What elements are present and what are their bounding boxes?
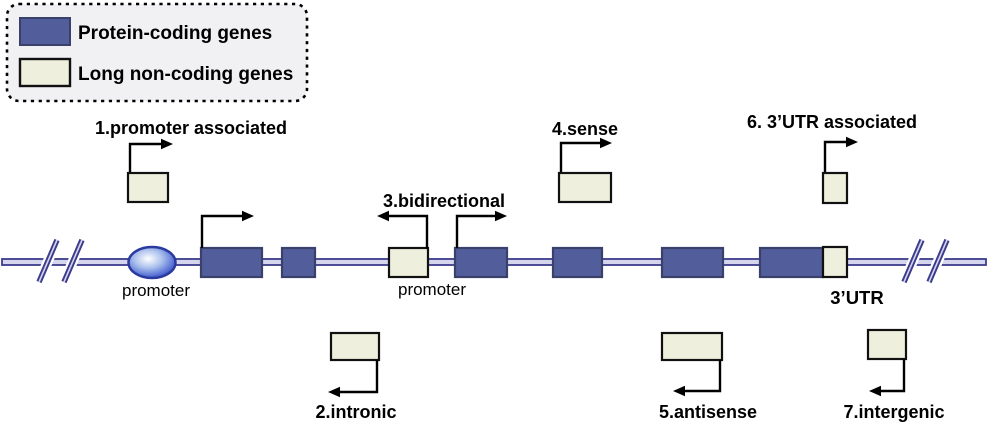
exon-2 xyxy=(280,246,317,279)
promoter-main-label: promoter xyxy=(122,281,190,300)
category-7-label: 7.intergenic xyxy=(843,402,944,422)
category-intronic: 2.intronic xyxy=(315,331,397,422)
arrow-right-1 xyxy=(128,142,161,173)
category-utr3-associated: 6. 3’UTR associated xyxy=(747,112,917,205)
legend-label-long-non-coding: Long non-coding genes xyxy=(78,64,293,85)
legend-box xyxy=(5,2,309,103)
exon-6 xyxy=(758,246,825,279)
arrow-left-5-head xyxy=(673,385,685,397)
lnc-box-intergenic xyxy=(866,328,908,361)
protein-coding-exons xyxy=(199,246,825,279)
arrow-bidir-left xyxy=(389,214,429,249)
arrow-right-4 xyxy=(559,141,600,173)
arrow-right-1-head xyxy=(161,138,173,150)
category-6-label: 6. 3’UTR associated xyxy=(747,112,917,132)
tss-arrow-gene1 xyxy=(200,210,254,248)
arrow-left-7 xyxy=(881,359,906,393)
arrow-left-5 xyxy=(685,360,722,393)
legend-swatch-protein-coding xyxy=(19,17,71,46)
utr3-label: 3’UTR xyxy=(830,287,883,308)
lnc-box-utr3-associated xyxy=(821,171,849,205)
line-break-right xyxy=(899,238,952,284)
lnc-box-sense xyxy=(557,171,613,204)
arrow-right-6 xyxy=(823,140,846,173)
lnc-box-promoter-associated xyxy=(126,171,170,204)
legend-swatch-long-non-coding xyxy=(18,57,72,88)
promoter-oval xyxy=(127,245,177,280)
category-sense: 4.sense xyxy=(552,119,618,204)
legend: Protein-coding genes Long non-coding gen… xyxy=(5,2,309,103)
utr3-box xyxy=(821,245,849,279)
arrow-bidir-right xyxy=(455,214,495,248)
exon-4 xyxy=(551,246,604,279)
lnc-box-bidirectional xyxy=(387,246,430,279)
category-4-label: 4.sense xyxy=(552,119,618,139)
category-1-label: 1.promoter associated xyxy=(95,118,287,138)
arrow-bidir-left-head xyxy=(377,210,389,222)
exon-3 xyxy=(453,246,509,279)
category-antisense: 5.antisense xyxy=(659,331,757,422)
lnc-box-intronic xyxy=(329,331,381,362)
exon-1 xyxy=(199,246,264,279)
category-5-label: 5.antisense xyxy=(659,402,757,422)
line-break-left xyxy=(34,238,87,284)
category-3-label: 3.bidirectional xyxy=(383,191,505,211)
arrow-bidir-right-head xyxy=(495,210,507,222)
category-promoter-associated: 1.promoter associated xyxy=(95,118,287,204)
category-bidirectional: 3.bidirectional promoter xyxy=(377,191,507,299)
lnc-box-antisense xyxy=(660,331,724,362)
arrow-right-6-head xyxy=(846,136,858,148)
category-2-label: 2.intronic xyxy=(315,402,396,422)
exon-5 xyxy=(660,246,725,279)
category-intergenic: 7.intergenic xyxy=(843,328,945,422)
legend-label-protein-coding: Protein-coding genes xyxy=(78,23,272,44)
arrow-right-4-head xyxy=(600,137,612,149)
arrow-left-2-head xyxy=(328,386,340,398)
dna-line: promoter 3’UTR xyxy=(1,210,987,308)
arrow-left-7-head xyxy=(869,385,881,397)
arrow-left-2 xyxy=(340,360,379,394)
promoter-bidirectional-label: promoter xyxy=(398,280,466,299)
